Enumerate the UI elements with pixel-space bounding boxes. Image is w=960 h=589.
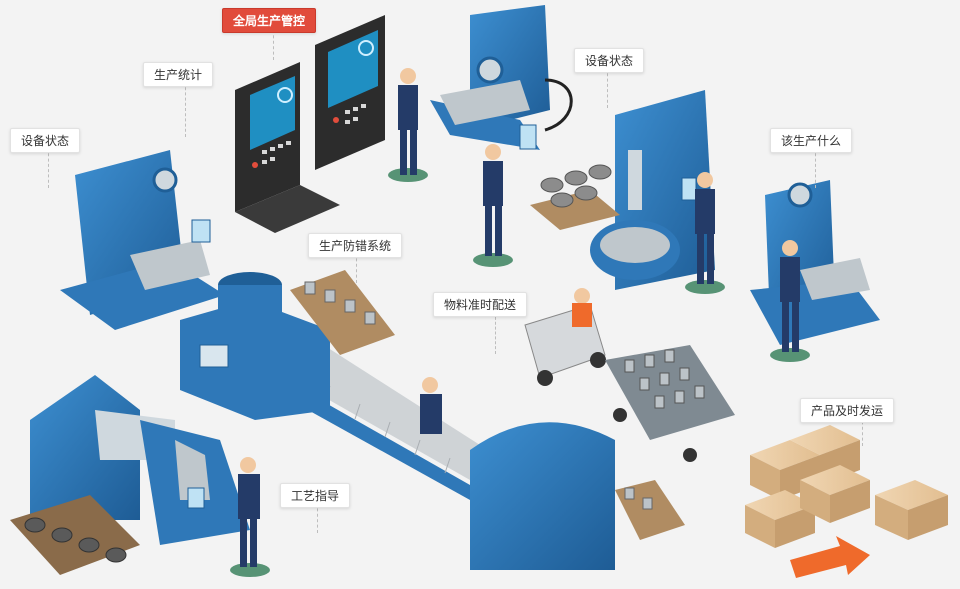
leader-line (495, 312, 496, 354)
leader-line (185, 82, 186, 137)
conveyor-line (180, 272, 615, 570)
fixture-pallet-middle (290, 270, 395, 355)
label-equipment-status-top[interactable]: 设备状态 (574, 48, 645, 73)
label-product-shipping[interactable]: 产品及时发运 (800, 398, 895, 423)
leader-line (862, 416, 863, 446)
leader-line (815, 148, 816, 188)
leader-line (607, 68, 608, 108)
fixture-pallet-bottom (615, 480, 685, 540)
product-boxes (745, 425, 948, 548)
leader-line (48, 148, 49, 188)
milling-machine-left (60, 150, 225, 330)
shipping-arrow-icon (790, 536, 870, 578)
label-global-production-control[interactable]: 全局生产管控 (222, 8, 317, 33)
leader-line (356, 253, 357, 283)
radial-drill-right (590, 90, 715, 290)
control-console-left (235, 62, 340, 233)
pipe-stack-bottom (10, 495, 140, 575)
control-console-right (315, 15, 385, 170)
workers (230, 68, 810, 577)
label-process-guidance[interactable]: 工艺指导 (280, 483, 351, 508)
leader-line (317, 503, 318, 533)
label-production-statistics[interactable]: 生产统计 (143, 62, 214, 87)
label-what-to-produce[interactable]: 该生产什么 (770, 128, 853, 153)
lathe-bottom (30, 375, 250, 545)
delivery-vehicle (524, 288, 735, 462)
drill-press-right (750, 180, 880, 345)
leader-line (273, 30, 274, 60)
milling-machine-top (430, 5, 573, 150)
pipe-stack (530, 164, 620, 230)
label-material-delivery[interactable]: 物料准时配送 (433, 292, 528, 317)
label-error-proofing-system[interactable]: 生产防错系统 (308, 233, 403, 258)
label-equipment-status-left[interactable]: 设备状态 (10, 128, 81, 153)
